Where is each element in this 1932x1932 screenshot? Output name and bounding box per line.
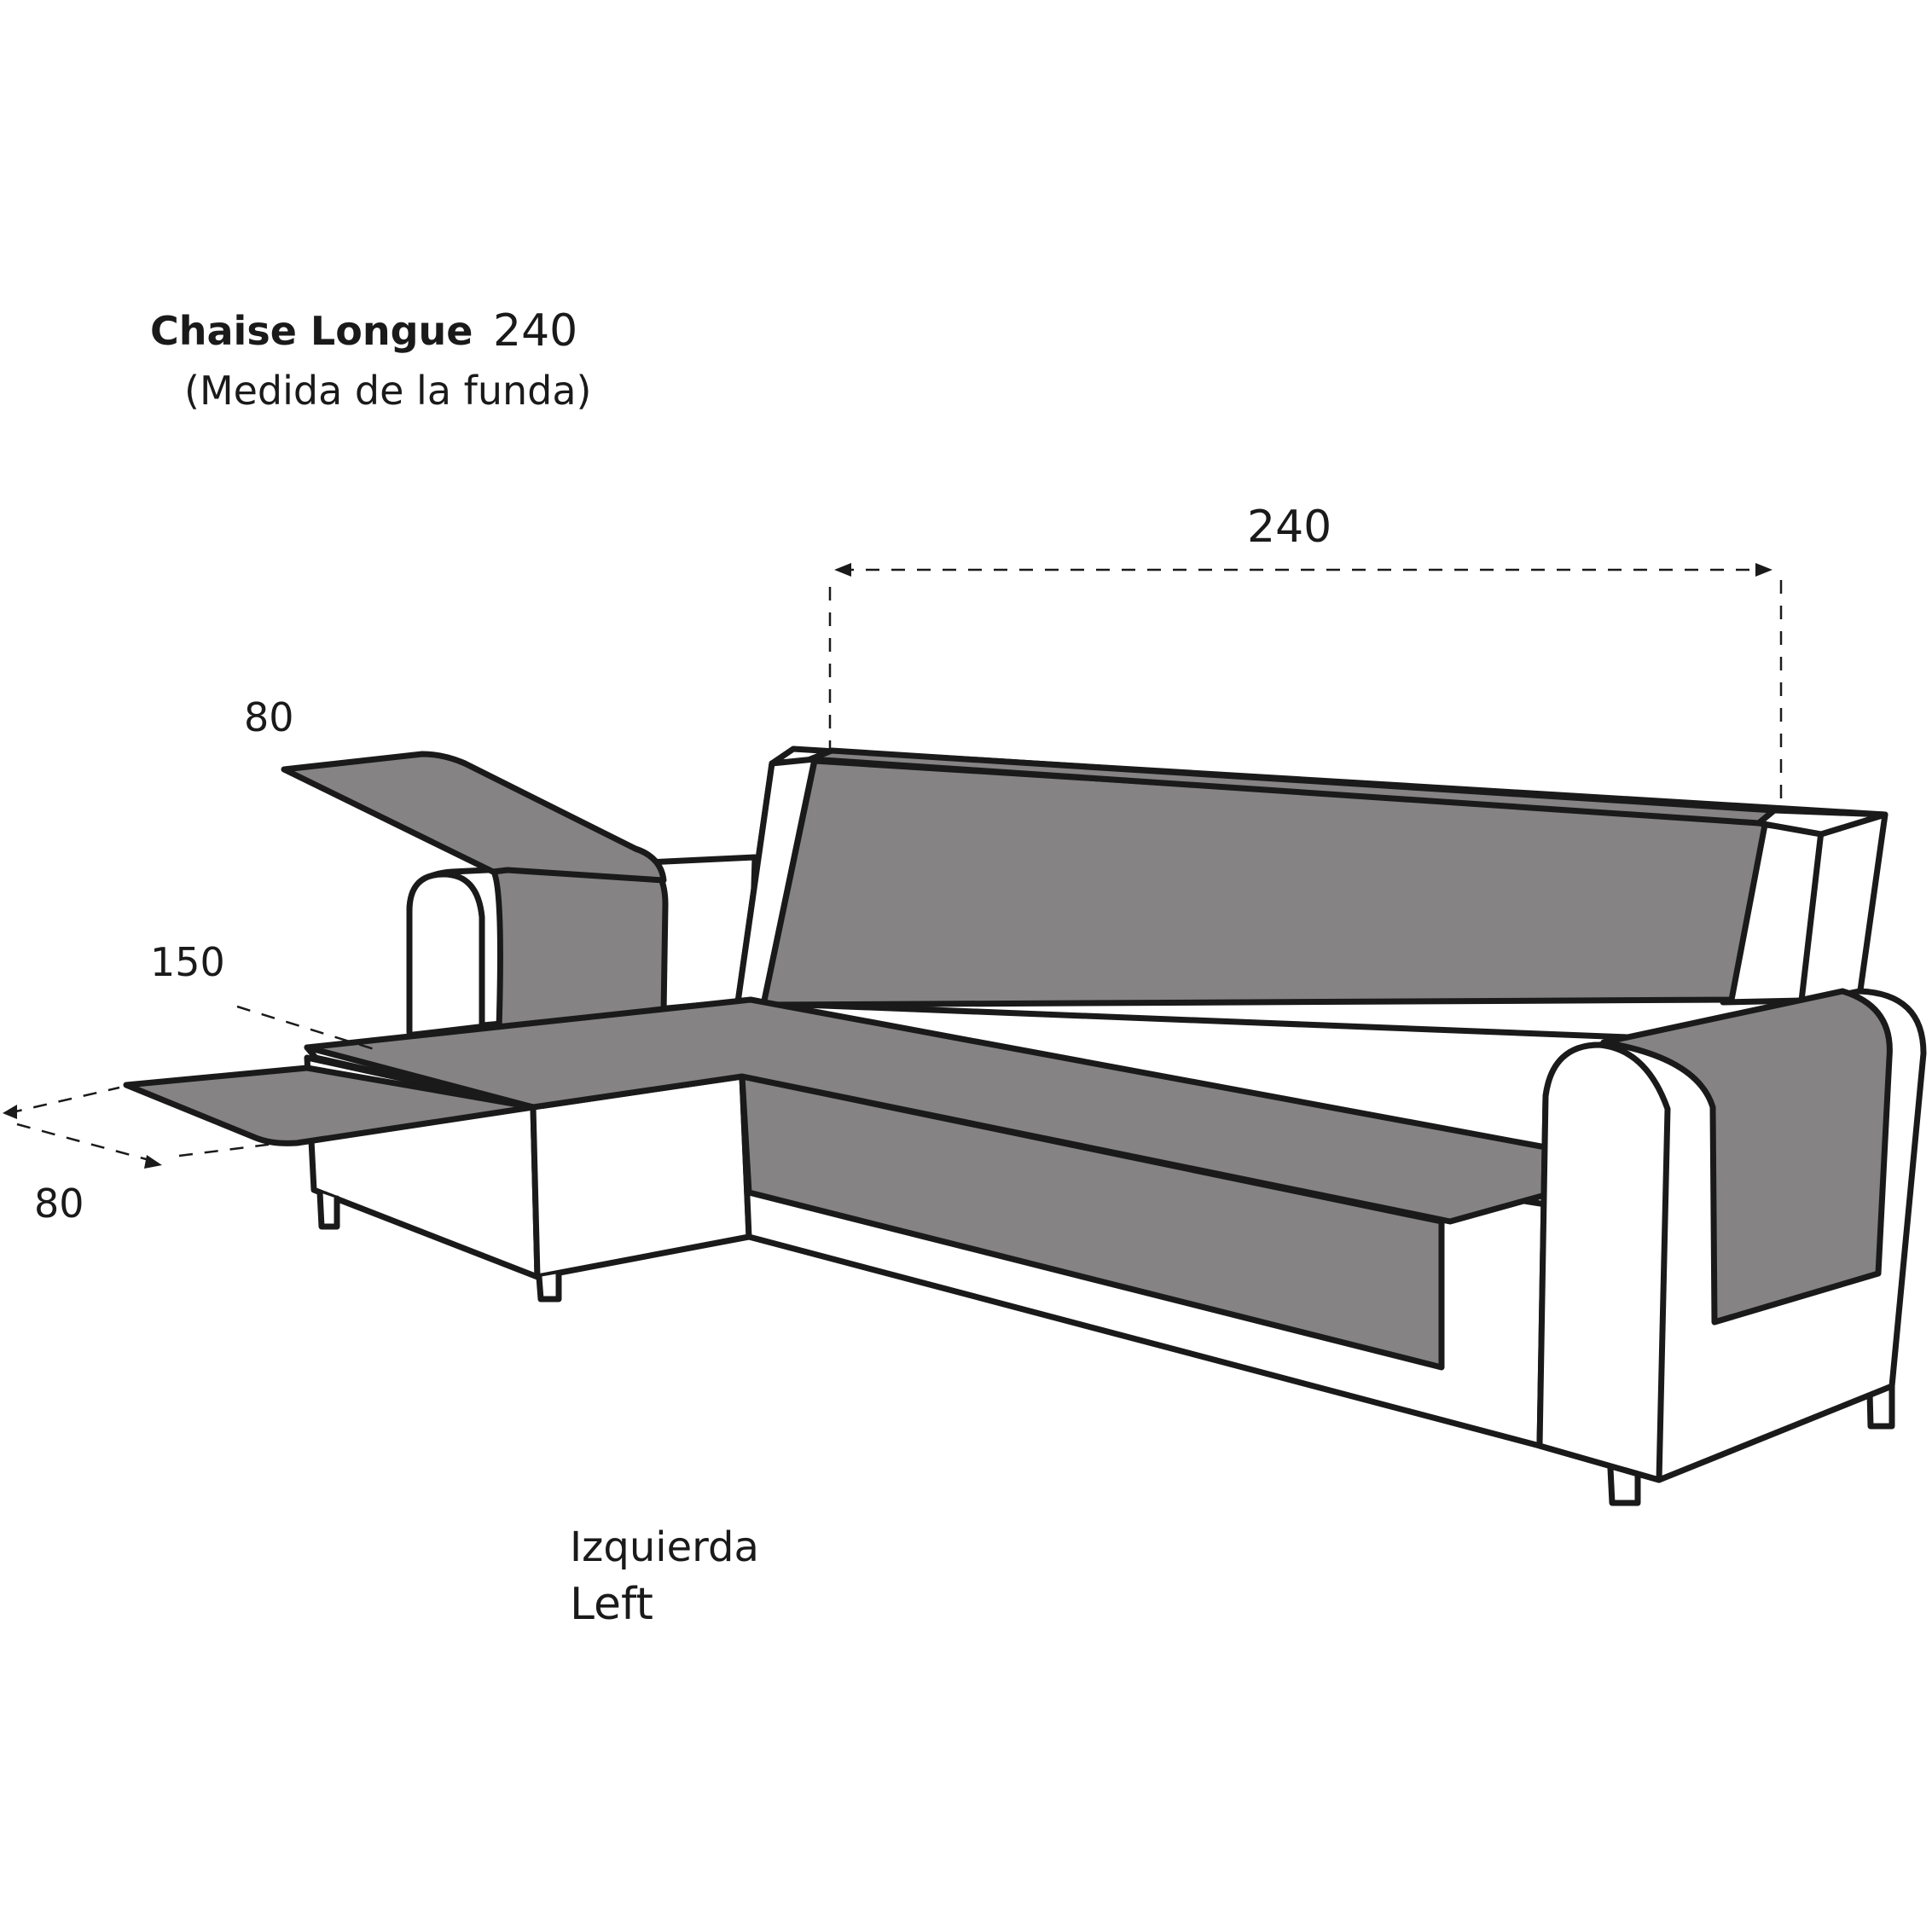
arrowhead-chaise-width-left [3,1105,17,1119]
chaise-width-dim-line [8,1086,120,1115]
seat-cover-top [304,996,1552,1225]
chaise-width-extension [178,1140,295,1157]
model-size: 240 [493,305,578,357]
left-armrest-roll [406,871,485,1036]
arrowhead-left [834,563,851,577]
arm-cover-width-label: 80 [244,694,294,740]
sofa-leg-front [1607,1465,1641,1506]
sofa-leg-right [1866,1383,1895,1430]
orientation-en: Left [570,1579,653,1630]
chaise-cover-flap [123,1065,537,1146]
chaise-width-label: 80 [34,1181,84,1227]
model-name: Chaise Longue [150,308,473,354]
arm-cover-flap [281,751,667,884]
arrowhead-right [1755,563,1772,577]
right-armrest-cover [1600,988,1893,1326]
sofa-width-label: 240 [1247,502,1332,553]
chaise-front-edge [304,1044,537,1111]
chaise-seat-front-face [530,1073,752,1280]
arrowhead-chaise-width-right [144,1155,162,1169]
subtitle: (Medida de la funda) [184,368,592,414]
backrest-top-right-cap [1755,807,1888,838]
left-armrest-cover [490,854,669,1031]
chaise-leg-front [536,1270,562,1303]
right-armrest-inner-panel [1536,1041,1671,1483]
chaise-leg-left [316,1189,340,1230]
orientation-es: Izquierda [570,1523,759,1571]
chaise-width-dim-line-lower [16,1123,150,1162]
chaise-length-label: 150 [150,939,225,985]
